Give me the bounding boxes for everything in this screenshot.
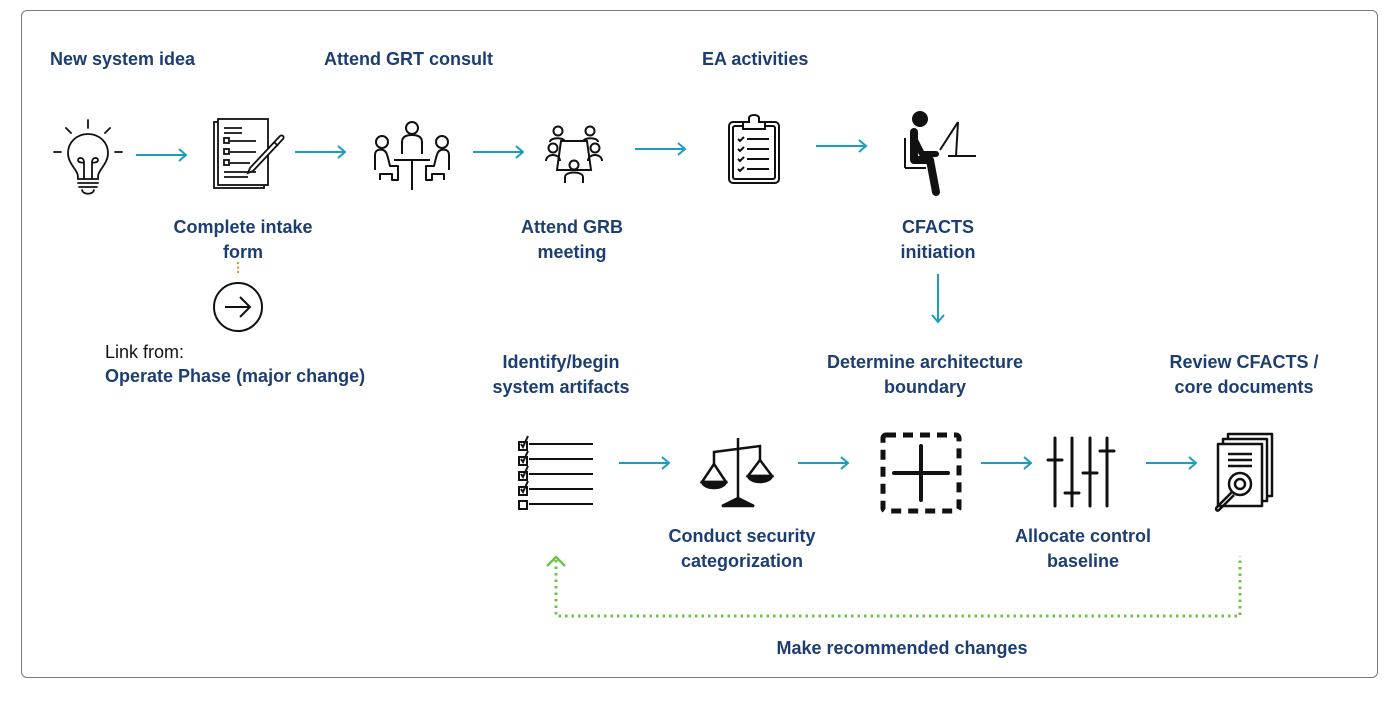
label-line: system artifacts bbox=[492, 377, 630, 397]
flow-arrow bbox=[136, 148, 188, 162]
link-prefix: Link from: bbox=[105, 342, 185, 362]
person-at-computer-icon bbox=[902, 110, 978, 200]
step-label-attend-grb-meeting: Attend GRB meeting bbox=[521, 215, 623, 265]
step-label-attend-grt-consult: Attend GRT consult bbox=[324, 49, 493, 69]
label-line: form bbox=[222, 242, 263, 262]
step-label-allocate-control-baseline: Allocate control baseline bbox=[1015, 524, 1151, 574]
step-label-ea-activities: EA activities bbox=[702, 49, 809, 69]
label-line: Conduct security bbox=[668, 526, 816, 546]
flow-arrow bbox=[981, 456, 1033, 470]
step-label-determine-architecture-boundary: Determine architecture boundary bbox=[827, 350, 1023, 400]
label-line: Identify/begin bbox=[502, 352, 620, 372]
scales-icon bbox=[699, 436, 778, 508]
lightbulb-icon bbox=[52, 118, 124, 198]
meeting-table-icon bbox=[372, 120, 452, 192]
step-label-cfacts-initiation: CFACTS initiation bbox=[901, 215, 976, 265]
flow-arrow-down bbox=[931, 274, 945, 324]
flow-arrow bbox=[295, 145, 347, 159]
label-line: categorization bbox=[680, 551, 804, 571]
feedback-loop-label: Make recommended changes bbox=[776, 638, 1028, 658]
feedback-loop-arrow bbox=[546, 554, 1246, 624]
checklist-icon bbox=[517, 434, 597, 512]
board-meeting-icon bbox=[545, 125, 605, 185]
step-label-new-system-idea: New system idea bbox=[50, 49, 196, 69]
label-line: CFACTS bbox=[902, 217, 974, 237]
label-line: Attend GRB bbox=[521, 217, 623, 237]
step-label-complete-intake-form: Complete intake form bbox=[173, 215, 312, 265]
label-line: Complete intake bbox=[173, 217, 313, 237]
form-with-pen-icon bbox=[212, 118, 288, 190]
label-line: initiation bbox=[900, 242, 976, 262]
step-label-review-cfacts-core-documents: Review CFACTS / core documents bbox=[1169, 350, 1318, 400]
flow-arrow bbox=[473, 145, 525, 159]
step-label-identify-system-artifacts: Identify/begin system artifacts bbox=[492, 350, 629, 400]
dashed-boundary-icon bbox=[880, 432, 962, 514]
diagram-frame bbox=[21, 10, 1378, 678]
flow-arrow bbox=[635, 142, 687, 156]
link-operate-phase[interactable]: Operate Phase (major change) bbox=[105, 366, 366, 386]
label-line: Allocate control bbox=[1014, 526, 1152, 546]
label-line: Determine architecture bbox=[826, 352, 1024, 372]
label-line: meeting bbox=[537, 242, 607, 262]
clipboard-checklist-icon bbox=[727, 113, 781, 185]
label-line: baseline bbox=[1046, 551, 1120, 571]
flow-arrow bbox=[619, 456, 671, 470]
flow-arrow bbox=[798, 456, 850, 470]
label-line: core documents bbox=[1174, 377, 1314, 397]
flow-arrow bbox=[816, 139, 868, 153]
link-connector bbox=[236, 262, 240, 274]
flow-arrow bbox=[1146, 456, 1198, 470]
step-label-conduct-security-categorization: Conduct security categorization bbox=[668, 524, 815, 574]
document-search-icon bbox=[1212, 432, 1276, 514]
label-line: Review CFACTS / bbox=[1169, 352, 1319, 372]
circle-arrow-right-icon[interactable] bbox=[213, 282, 263, 332]
label-line: boundary bbox=[883, 377, 967, 397]
sliders-icon bbox=[1046, 436, 1120, 508]
